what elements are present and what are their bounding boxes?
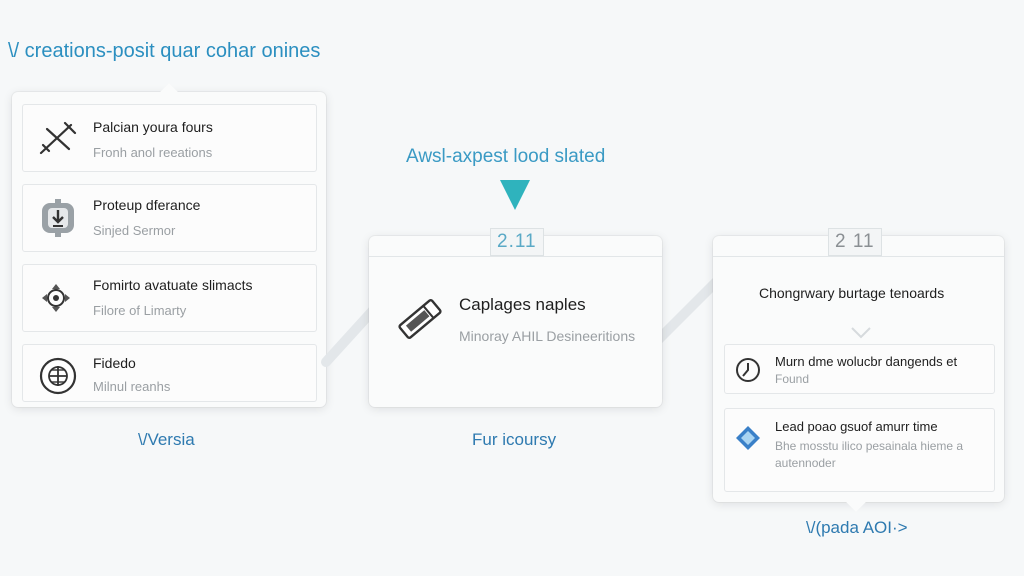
item-title: Lead poao gsuof amurr time [775,419,938,434]
clock-icon [735,357,761,388]
pencil-ruler-icon [395,294,445,349]
item-subtitle: Milnul reanhs [93,379,171,394]
list-item[interactable]: Lead poao gsuof amurr time Bhe mosstu il… [724,408,995,492]
gear-download-icon [39,197,77,244]
globe-icon [39,357,77,400]
card-subtitle: Minoray AHIL Desineeritions [459,328,636,344]
version-badge: 2.11 [490,228,544,256]
down-arrow-icon [500,180,530,217]
list-item[interactable]: Fidedo Milnul reanhs [22,344,317,402]
item-title: Proteup dferance [93,197,201,213]
item-title: Fomirto avatuate slimacts [93,277,253,293]
item-subtitle: Sinjed Sermor [93,223,176,238]
middle-card[interactable]: Caplages naples Minoray AHIL Desineeriti… [369,236,662,407]
panel-heading: Chongrwary burtage tenoards [759,285,945,301]
item-title: Fidedo [93,355,136,371]
right-panel: Chongrwary burtage tenoards Murn dme wol… [713,236,1004,512]
left-panel: Palcian youra fours Fronh anol reeations… [12,83,326,407]
compass-arrows-icon [41,283,71,318]
middle-caption: Fur icoursy [472,430,557,449]
item-subtitle: Bhe mosstu ilico pesainala hieme a auten… [775,439,964,470]
item-title: Palcian youra fours [93,119,213,135]
list-item[interactable]: Murn dme wolucbr dangends et Found [724,344,995,394]
list-item[interactable]: Proteup dferance Sinjed Sermor [22,184,317,252]
flow-label: Awsl-axpest lood slated [406,146,606,167]
card-title: Caplages naples [459,295,586,314]
drafting-tool-icon [37,119,77,164]
chevron-down-icon [851,327,871,339]
version-badge-right: 2 11 [828,228,882,256]
right-caption: \/(pada AOI·> [806,518,908,537]
item-subtitle: Filore of Limarty [93,303,187,318]
item-title: Murn dme wolucbr dangends et [775,354,958,369]
diamond-icon [735,425,761,456]
list-item[interactable]: Palcian youra fours Fronh anol reeations [22,104,317,172]
left-caption: \/Versia [138,430,195,449]
diagram-title: \/ creations-posit quar cohar onines [8,40,321,62]
item-subtitle: Fronh anol reeations [93,145,213,160]
item-subtitle: Found [775,372,810,386]
list-item[interactable]: Fomirto avatuate slimacts Filore of Lima… [22,264,317,332]
